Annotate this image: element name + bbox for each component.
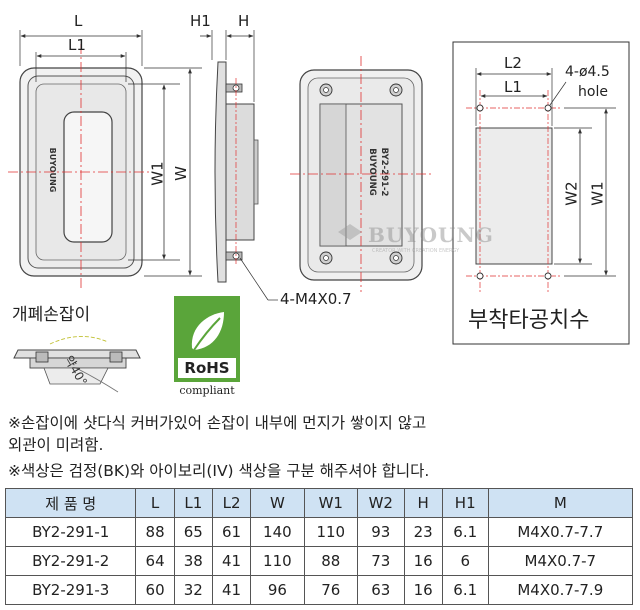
col-header: W xyxy=(250,488,305,518)
table-cell: BY2-291-2 xyxy=(4,546,137,576)
back-brand-text: BUYOUNG xyxy=(367,148,377,195)
dim-l1-front: L1 xyxy=(68,36,86,54)
mounting-dimension-title: 부착타공치수 xyxy=(468,308,590,333)
dim-w-front: W xyxy=(171,166,190,181)
side-view xyxy=(200,30,278,301)
table-cell: 16 xyxy=(403,575,443,605)
leaf-icon xyxy=(174,296,240,382)
dim-w1-front: W1 xyxy=(148,161,167,186)
col-header: L xyxy=(135,488,175,518)
table-cell: 61 xyxy=(211,517,252,547)
col-header: H xyxy=(403,488,443,518)
col-header: L2 xyxy=(211,488,252,518)
table-cell: 23 xyxy=(403,517,443,547)
table-cell: 41 xyxy=(211,575,252,605)
table-cell: M4X0.7-7.9 xyxy=(487,575,634,605)
dim-l1-mount: L1 xyxy=(504,78,522,96)
col-header: W1 xyxy=(303,488,358,518)
col-header: L1 xyxy=(173,488,213,518)
col-header: 제 품 명 xyxy=(4,488,137,518)
table-cell: 6 xyxy=(441,546,489,576)
table-cell: BY2-291-3 xyxy=(4,575,137,605)
table-cell: 110 xyxy=(303,517,358,547)
table-row: BY2-291-1 88 65 61 140 110 93 23 6.1 M4X… xyxy=(4,517,634,547)
dim-l2-mount: L2 xyxy=(504,54,522,72)
back-view: BUYOUNG BY2-291-2 xyxy=(290,56,434,292)
hole-word-label: hole xyxy=(578,84,608,100)
table-cell: 76 xyxy=(303,575,358,605)
table-cell: 60 xyxy=(135,575,175,605)
table-header-row: 제 품 명 L L1 L2 W W1 W2 H H1 M xyxy=(4,488,634,518)
watermark: BUYOUNG CREATOR WITH CREATION ENERGY xyxy=(338,223,494,254)
mounting-panel xyxy=(452,41,630,345)
dim-h-side: H xyxy=(238,12,250,30)
watermark-brand: BUYOUNG xyxy=(368,223,494,247)
dim-w2-mount: W2 xyxy=(562,181,581,206)
spec-table: 제 품 명 L L1 L2 W W1 W2 H H1 M BY2-291-1 8… xyxy=(4,488,634,605)
table-cell: 32 xyxy=(173,575,213,605)
table-cell: 16 xyxy=(403,546,443,576)
table-cell: M4X0.7-7 xyxy=(487,546,634,576)
table-cell: 63 xyxy=(356,575,405,605)
table-cell: 88 xyxy=(303,546,358,576)
table-cell: 96 xyxy=(250,575,305,605)
open-close-label: 개폐손잡이 xyxy=(12,305,91,325)
dim-w1-mount: W1 xyxy=(588,181,607,206)
dim-l-front: L xyxy=(74,12,83,30)
rohs-badge: RoHS compliant xyxy=(174,296,240,398)
note-line-2: 외관이 미려함. xyxy=(8,436,104,454)
table-cell: M4X0.7-7.7 xyxy=(487,517,634,547)
table-cell: 88 xyxy=(135,517,175,547)
table-cell: 6.1 xyxy=(441,517,489,547)
table-cell: 140 xyxy=(250,517,305,547)
open-close-detail xyxy=(13,336,141,393)
table-cell: 41 xyxy=(211,546,252,576)
table-cell: 110 xyxy=(250,546,305,576)
table-cell: BY2-291-1 xyxy=(4,517,137,547)
table-cell: 73 xyxy=(356,546,405,576)
table-cell: 64 xyxy=(135,546,175,576)
hole-count-label: 4-ø4.5 xyxy=(565,64,610,80)
front-view: BUYOUNG xyxy=(8,30,202,290)
table-cell: 6.1 xyxy=(441,575,489,605)
rohs-title: RoHS xyxy=(184,359,230,377)
table-row: BY2-291-3 60 32 41 96 76 63 16 6.1 M4X0.… xyxy=(4,575,634,605)
technical-drawing: BUYOUNG xyxy=(8,30,630,393)
table-cell: 93 xyxy=(356,517,405,547)
col-header: M xyxy=(487,488,634,518)
table-cell: 65 xyxy=(173,517,213,547)
note-line-3: ※색상은 검정(BK)와 아이보리(IV) 색상을 구분 해주셔야 합니다. xyxy=(8,462,430,480)
table-cell: 38 xyxy=(173,546,213,576)
note-line-1: ※손잡이에 샷다식 커버가있어 손잡이 내부에 먼지가 쌓이지 않고 xyxy=(8,414,427,432)
screw-label: 4-M4X0.7 xyxy=(280,290,352,308)
col-header: H1 xyxy=(441,488,489,518)
col-header: W2 xyxy=(356,488,405,518)
table-row: BY2-291-2 64 38 41 110 88 73 16 6 M4X0.7… xyxy=(4,546,634,576)
watermark-tagline: CREATOR WITH CREATION ENERGY xyxy=(372,248,460,254)
back-model-text: BY2-291-2 xyxy=(379,148,389,197)
front-brand-text: BUYOUNG xyxy=(48,148,57,193)
rohs-subtitle: compliant xyxy=(179,384,235,397)
dim-h1-side: H1 xyxy=(190,12,211,30)
